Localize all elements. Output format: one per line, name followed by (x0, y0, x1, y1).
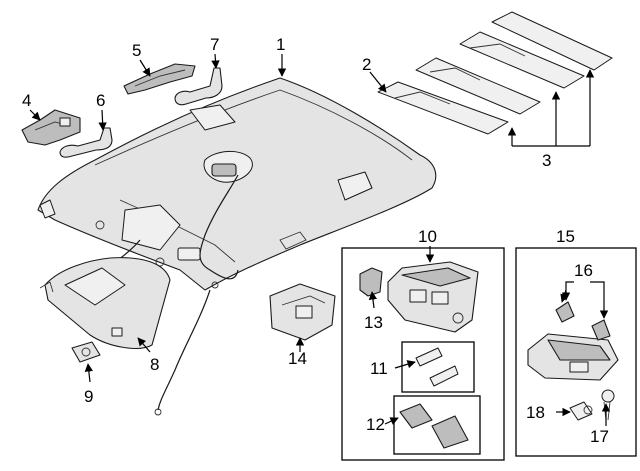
grab-handle-front (174, 67, 223, 106)
callout-16: 16 (574, 261, 593, 280)
callout-12: 12 (366, 415, 385, 434)
group-box-12 (393, 395, 481, 455)
callout-8: 8 (150, 355, 159, 374)
callout-18: 18 (526, 403, 545, 422)
lamp-bulbs (415, 347, 459, 387)
callout-11: 11 (370, 359, 388, 378)
insulator-pads (377, 11, 613, 135)
dome-lamp-clips (555, 301, 611, 341)
console-clip (359, 267, 383, 297)
callout-9: 9 (84, 387, 93, 406)
callout-5: 5 (132, 41, 141, 60)
callout-13: 13 (364, 313, 383, 332)
callout-4: 4 (22, 91, 31, 110)
callout-1: 1 (276, 35, 285, 54)
switch-housing (269, 283, 336, 341)
callout-3: 3 (542, 151, 551, 170)
callout-17: 17 (590, 427, 609, 446)
group-box-10 (341, 247, 505, 461)
callout-2: 2 (362, 55, 371, 74)
callout-labels: 1 2 3 4 5 6 7 8 9 10 11 12 13 14 15 16 1… (22, 35, 609, 446)
callout-10: 10 (418, 227, 437, 246)
callout-7: 7 (210, 35, 219, 54)
grab-handle-bracket (21, 109, 81, 146)
callout-15: 15 (556, 227, 575, 246)
group-box-15 (515, 247, 637, 457)
dome-bulb (569, 401, 593, 421)
leader-lines (29, 53, 611, 426)
headliner-panel (37, 77, 437, 291)
dome-lamp-assembly (527, 333, 619, 381)
grab-handle-rear (59, 127, 113, 158)
sun-visor (39, 257, 171, 349)
grab-handle-assembly (123, 63, 196, 95)
lamp-lenses (399, 403, 469, 449)
callout-14: 14 (288, 349, 307, 368)
screw (601, 389, 615, 421)
group-box-11 (401, 341, 475, 393)
overhead-console (387, 261, 479, 333)
visor-clip (71, 341, 101, 363)
callout-6: 6 (96, 91, 105, 110)
